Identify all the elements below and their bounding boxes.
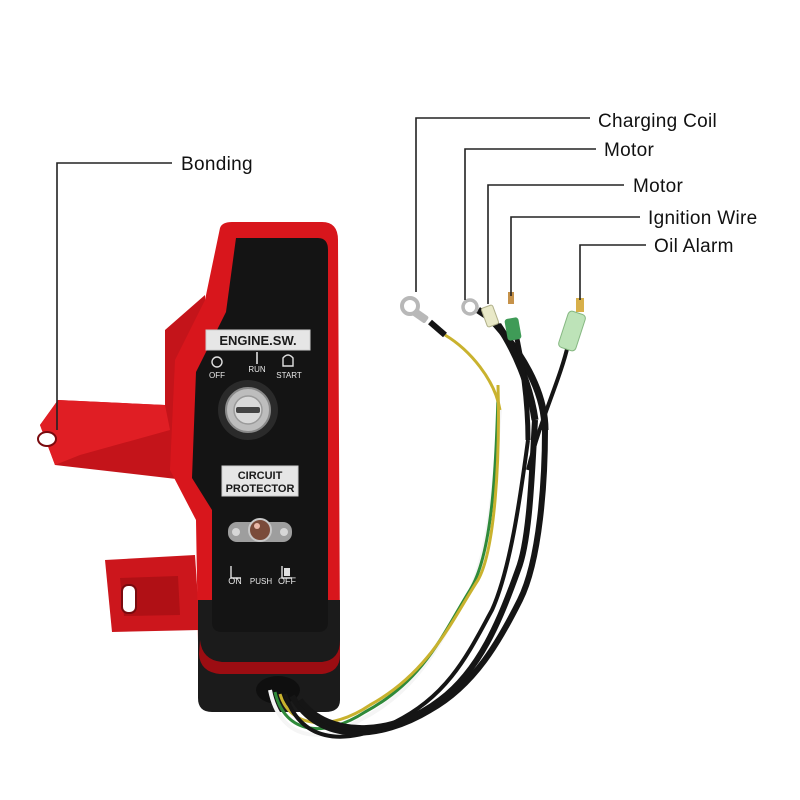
start-mode-icon: [282, 354, 294, 367]
engine-switch-label-plate: ENGINE.SW.: [205, 329, 311, 351]
engine-switch-label: ENGINE.SW.: [219, 333, 296, 348]
oil-alarm-label: Oil Alarm: [654, 236, 734, 257]
motor-ring-terminal-icon: [461, 298, 479, 316]
on-state-icon: [230, 566, 241, 579]
motor-1-leader-line: [464, 148, 596, 300]
motor-2-leader-line: [487, 184, 624, 304]
ignition-connector-icon: [504, 292, 522, 341]
oil-alarm-leader-line: [579, 244, 646, 300]
bonding-leader-line: [56, 162, 172, 430]
bracket-slot-icon: [121, 584, 137, 614]
ignition-wire-leader-line: [510, 216, 640, 296]
off-state-icon: [281, 566, 292, 579]
key-slot-icon: [236, 407, 260, 413]
charging-coil-label: Charging Coil: [598, 111, 717, 132]
bonding-label: Bonding: [181, 154, 253, 175]
start-mode-label: START: [276, 371, 302, 380]
motor-1-label: Motor: [604, 140, 654, 161]
run-mode-label: RUN: [248, 365, 266, 374]
off-mode-label: OFF: [209, 371, 225, 380]
circuit-label-line2: PROTECTOR: [226, 483, 295, 495]
on-state-label: ON: [228, 576, 242, 586]
oil-alarm-connector-icon: [558, 298, 586, 352]
motor-connector-icon: [481, 304, 499, 328]
push-label: PUSH: [250, 577, 272, 586]
wire-harness: [256, 307, 570, 739]
circuit-protector-label-plate: CIRCUIT PROTECTOR: [221, 465, 299, 497]
ignition-wire-label: Ignition Wire: [648, 208, 758, 229]
charging-coil-leader-line: [415, 117, 590, 292]
motor-2-label: Motor: [633, 176, 683, 197]
circuit-label-line1: CIRCUIT: [238, 470, 283, 482]
off-state-label: OFF: [278, 576, 296, 586]
off-mode-icon: [211, 356, 223, 368]
ignition-key-switch[interactable]: [218, 380, 278, 440]
circuit-protector-button[interactable]: [228, 518, 292, 542]
charging-coil-ring-terminal-icon: [400, 296, 429, 323]
bonding-hole-icon: [37, 431, 57, 447]
